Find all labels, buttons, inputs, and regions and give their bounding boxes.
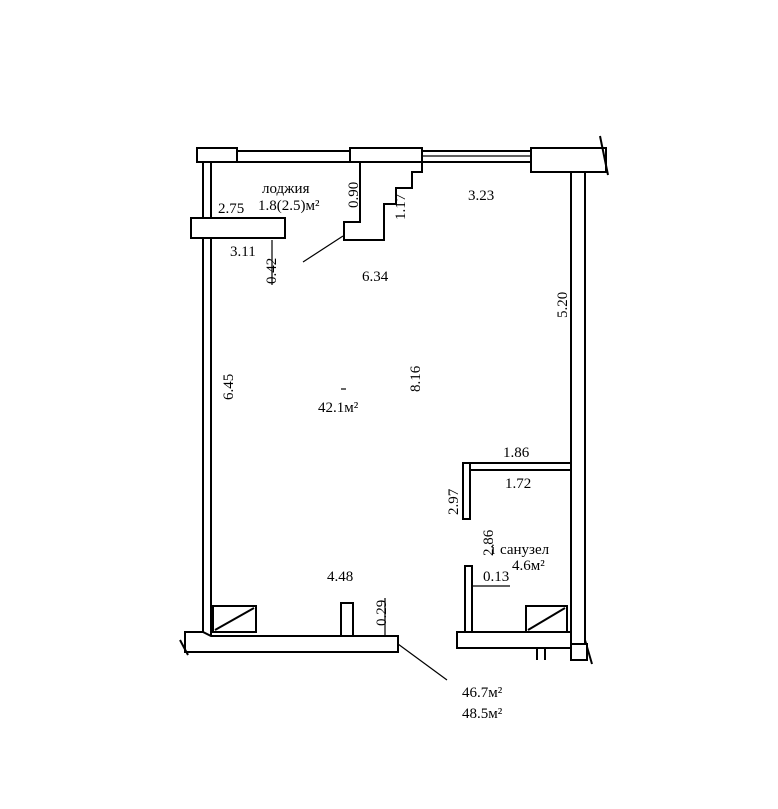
bottom-wall-right	[456, 631, 572, 649]
top-wall-right-block	[530, 147, 607, 173]
loggia-ledge	[190, 217, 286, 239]
leader-total-area	[397, 643, 448, 681]
dim-1-72: 1.72	[505, 476, 531, 492]
main-room-area: 42.1м²	[318, 400, 359, 416]
left-wall-upper	[202, 161, 212, 219]
right-wall	[570, 171, 586, 649]
top-wall-left-block	[196, 147, 238, 163]
dim-4-48: 4.48	[327, 569, 353, 585]
dim-6-45: 6.45	[221, 374, 237, 400]
top-break-line	[599, 135, 609, 176]
bottom-left-break	[179, 639, 189, 656]
dim-3-11: 3.11	[230, 244, 256, 260]
dim-0-29: 0.29	[374, 600, 390, 626]
bathroom-area: 4.6м²	[512, 558, 545, 574]
dim-0-13: 0.13	[483, 569, 509, 585]
dim-2-75: 2.75	[218, 201, 244, 217]
total-area-1: 46.7м²	[462, 685, 503, 701]
dim-3-23: 3.23	[468, 188, 494, 204]
top-wall-mid-block	[349, 147, 423, 163]
bottom-wall-left	[184, 631, 399, 653]
dim-1-86: 1.86	[503, 445, 530, 461]
dim-6-34: 6.34	[362, 269, 389, 285]
dim-1-17: 1.17	[393, 193, 409, 220]
dim-2-86: 2.86	[481, 529, 497, 556]
dim-0-42: 0.42	[264, 258, 280, 284]
bathroom-marker: i	[491, 542, 495, 558]
bathroom-wall-upper	[462, 462, 471, 520]
vent-shaft-right	[525, 605, 568, 633]
loggia-name: лоджия	[262, 181, 310, 197]
central-pier	[343, 161, 423, 241]
leader-loggia	[302, 235, 344, 263]
bathroom-wall-lower	[464, 565, 473, 633]
dim-2-97: 2.97	[446, 488, 462, 515]
loggia-area: 1.8(2.5)м²	[258, 198, 320, 214]
vent-shaft-left-diag	[214, 607, 255, 631]
dim-0-90: 0.90	[346, 182, 362, 208]
bathroom-name: санузел	[500, 542, 550, 558]
radiator-stub	[340, 602, 354, 637]
total-area-2: 48.5м²	[462, 706, 503, 722]
dim-8-16: 8.16	[408, 365, 424, 392]
bathroom-wall-top	[462, 462, 572, 471]
dim-5-20: 5.20	[555, 292, 571, 318]
bottom-wall-right-end	[570, 643, 588, 661]
vent-shaft-right-diag	[527, 607, 566, 631]
left-wall-main	[202, 237, 212, 637]
